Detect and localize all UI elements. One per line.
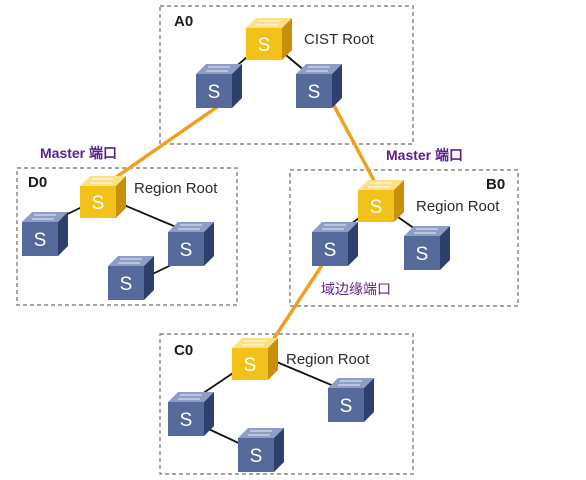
switch-a0-root: S — [245, 17, 293, 61]
svg-text:S: S — [250, 446, 263, 467]
switch-a0-left: S — [195, 63, 243, 109]
svg-text:S: S — [370, 197, 383, 218]
link-a0-b0 — [328, 97, 380, 189]
cist-root-label: CIST Root — [304, 31, 375, 48]
region-a0-box — [159, 5, 414, 145]
switch-icon-letter: S — [258, 35, 271, 56]
master-port-label-left: Master 端口 — [40, 145, 117, 161]
region-root-label-d0: Region Root — [134, 180, 218, 197]
switch-c0-left: S — [167, 391, 215, 437]
switch-d0-left: S — [21, 211, 69, 257]
svg-text:S: S — [208, 82, 221, 103]
svg-text:S: S — [92, 193, 105, 214]
switch-c0-right: S — [327, 377, 375, 423]
switch-a0-right: S — [295, 63, 343, 109]
switch-b0-right: S — [403, 225, 451, 271]
link-b0-c0 — [263, 249, 334, 353]
svg-text:S: S — [308, 82, 321, 103]
region-d0-box — [16, 167, 238, 306]
region-b0-box — [289, 169, 519, 307]
region-c0-box — [159, 333, 414, 475]
svg-text:S: S — [120, 274, 133, 295]
region-a0-label: A0 — [174, 13, 193, 30]
svg-text:S: S — [244, 355, 257, 376]
master-port-label-right: Master 端口 — [386, 147, 463, 163]
region-root-label-c0: Region Root — [286, 351, 370, 368]
region-root-label-b0: Region Root — [416, 198, 500, 215]
switch-c0-root: S — [231, 337, 279, 381]
switch-d0-bottom: S — [107, 255, 155, 301]
region-d0-label: D0 — [28, 174, 47, 191]
region-b0-label: B0 — [486, 176, 505, 193]
switch-d0-right: S — [167, 221, 215, 267]
svg-text:S: S — [416, 244, 429, 265]
svg-text:S: S — [34, 230, 47, 251]
switch-d0-root: S — [79, 175, 127, 219]
svg-text:S: S — [180, 240, 193, 261]
edge-port-label: 域边缘端口 — [321, 282, 391, 298]
switch-c0-bottom: S — [237, 427, 285, 473]
link-a0-d0 — [101, 96, 231, 189]
svg-text:S: S — [340, 396, 353, 417]
svg-text:S: S — [324, 240, 337, 261]
switch-b0-left: S — [311, 221, 359, 267]
switch-b0-root: S — [357, 179, 405, 223]
region-c0-label: C0 — [174, 342, 193, 359]
svg-text:S: S — [180, 410, 193, 431]
